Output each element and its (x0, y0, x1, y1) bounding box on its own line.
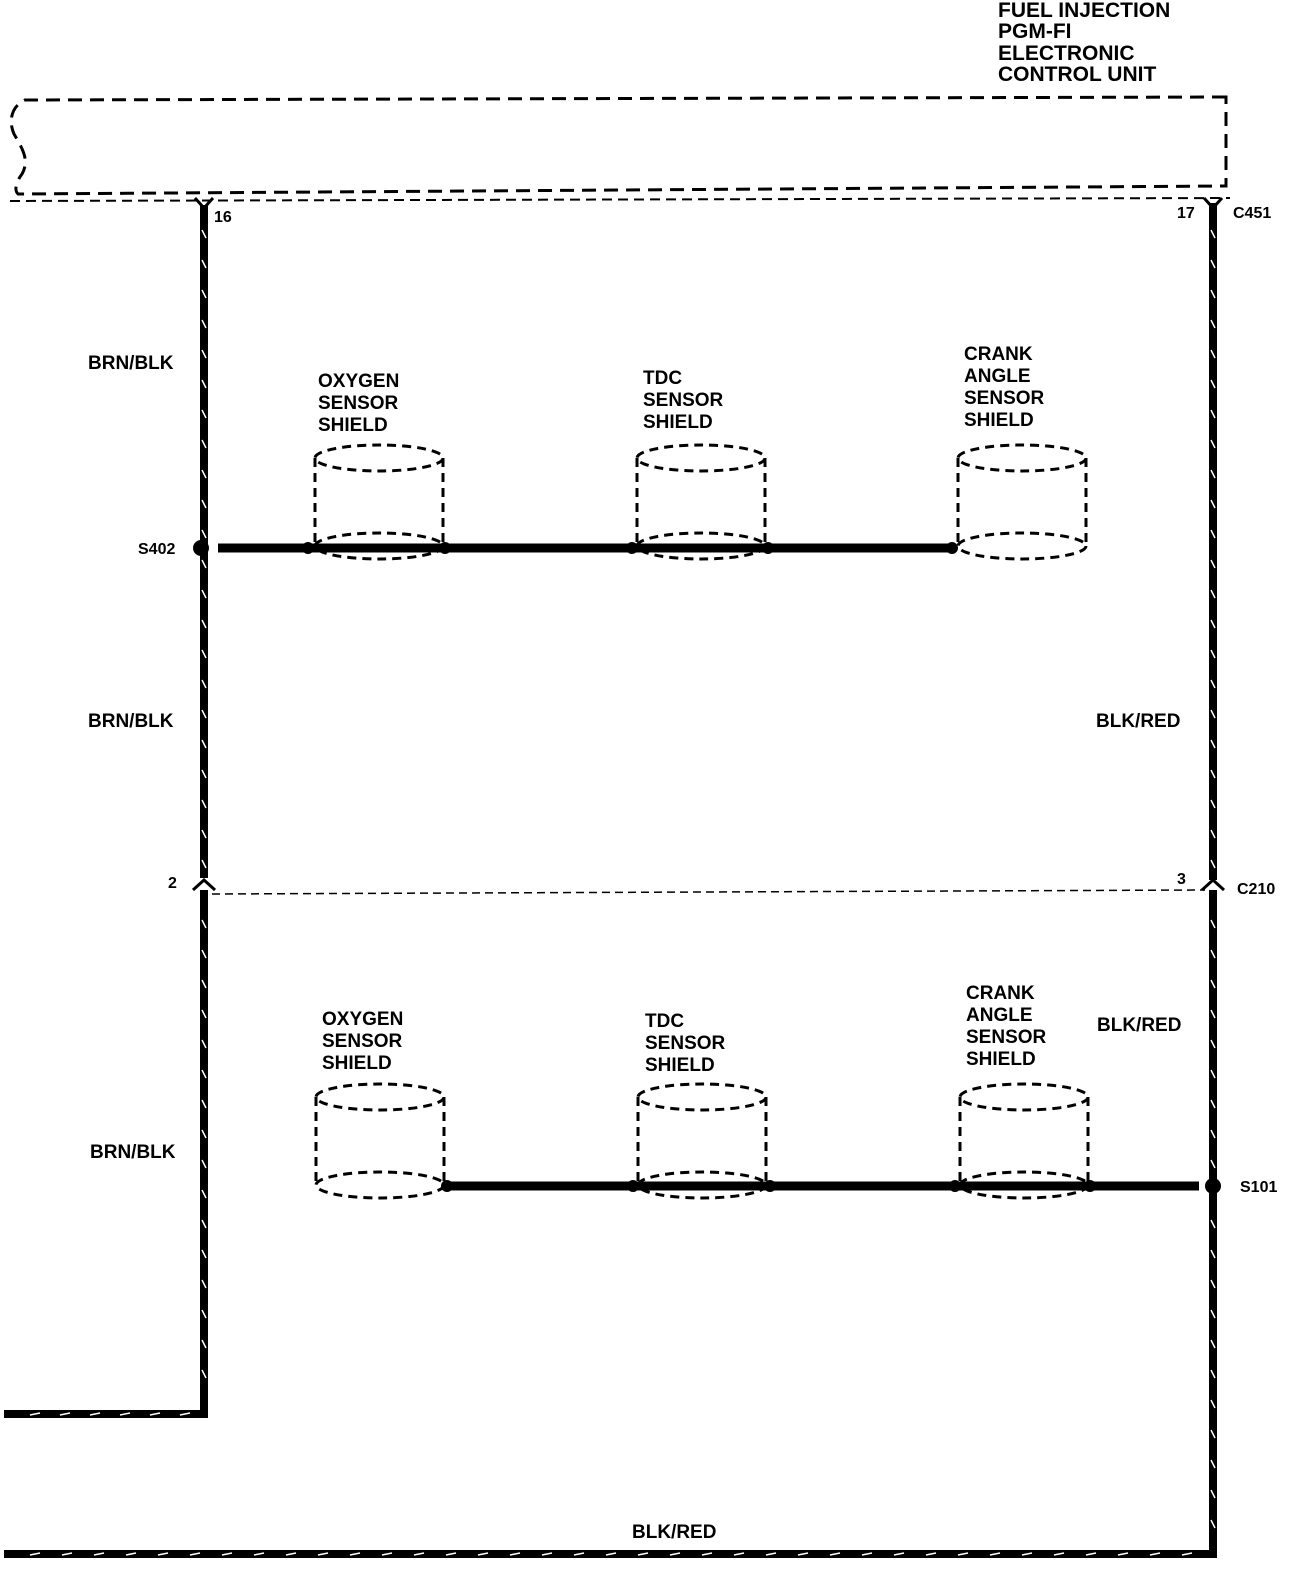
shield-bottom-oxygen-line-3: SHIELD (322, 1053, 392, 1074)
shield-bottom-oxygen-line-2: SENSOR (322, 1031, 403, 1052)
ecu-title-line-2: PGM-FI (998, 20, 1072, 43)
shield-top-crank-line-3: SENSOR (964, 388, 1045, 409)
c451-label: C451 (1233, 205, 1271, 222)
ecu-box (9, 95, 1231, 202)
wire-label-bottom: BLK/RED (632, 1522, 716, 1543)
s402-label: S402 (138, 541, 175, 558)
shield-bottom-tdc-line-3: SHIELD (645, 1055, 715, 1076)
s101-label: S101 (1240, 1179, 1277, 1196)
wire-label-left-bottom: BRN/BLK (90, 1142, 176, 1163)
wire-label-right-top: BLK/RED (1096, 711, 1180, 732)
wire-label-left-top-2: BRN/BLK (88, 711, 174, 732)
shield-bottom-tdc (636, 1082, 768, 1200)
ecu-title-line-1: FUEL INJECTION (998, 0, 1170, 22)
wire-stripe-marks (29, 229, 1216, 1556)
shield-bottom-crank-line-2: ANGLE (966, 1005, 1033, 1026)
connector-c451 (193, 196, 1224, 211)
ecu-title-line-4: CONTROL UNIT (998, 63, 1156, 86)
shield-bottom-tdc-line-2: SENSOR (645, 1033, 726, 1054)
splice-s101 (1205, 1178, 1221, 1194)
shield-top-crank (956, 443, 1088, 561)
splice-s402 (193, 540, 209, 556)
shield-top-oxygen-line-1: OXYGEN (318, 371, 399, 392)
shield-bottom-oxygen-line-1: OXYGEN (322, 1009, 403, 1030)
shield-top-tdc-line-3: SHIELD (643, 412, 713, 433)
wire-label-left-top-1: BRN/BLK (88, 353, 174, 374)
c451-pin-17: 17 (1177, 205, 1195, 222)
shield-top-oxygen-line-3: SHIELD (318, 415, 388, 436)
c210-label: C210 (1237, 881, 1275, 898)
shield-bottom-crank-line-3: SENSOR (966, 1027, 1047, 1048)
shield-bottom-tdc-line-1: TDC (645, 1011, 684, 1032)
shield-top-oxygen-line-2: SENSOR (318, 393, 399, 414)
connector-c210 (191, 877, 1226, 895)
ecu-title-line-3: ELECTRONIC (998, 42, 1135, 65)
shield-top-tdc-line-2: SENSOR (643, 390, 724, 411)
shield-top-crank-line-4: SHIELD (964, 410, 1034, 431)
c451-pin-16: 16 (214, 209, 232, 226)
shield-bottom-crank-line-4: SHIELD (966, 1049, 1036, 1070)
shield-top-crank-line-2: ANGLE (964, 366, 1031, 387)
wire-label-right-bottom: BLK/RED (1097, 1015, 1181, 1036)
shield-bottom-crank-line-1: CRANK (966, 983, 1035, 1004)
shield-top-tdc-line-1: TDC (643, 368, 682, 389)
left-wire (4, 205, 208, 1418)
shield-top-crank-line-1: CRANK (964, 344, 1033, 365)
c210-pin-3: 3 (1177, 871, 1186, 888)
shield-top-tdc (635, 443, 767, 561)
shield-bottom-oxygen (314, 1082, 446, 1200)
drain-junctions (302, 542, 1096, 1192)
shield-bottom-crank (958, 1082, 1090, 1200)
shield-top-oxygen (313, 443, 445, 561)
c210-pin-2: 2 (168, 875, 177, 892)
